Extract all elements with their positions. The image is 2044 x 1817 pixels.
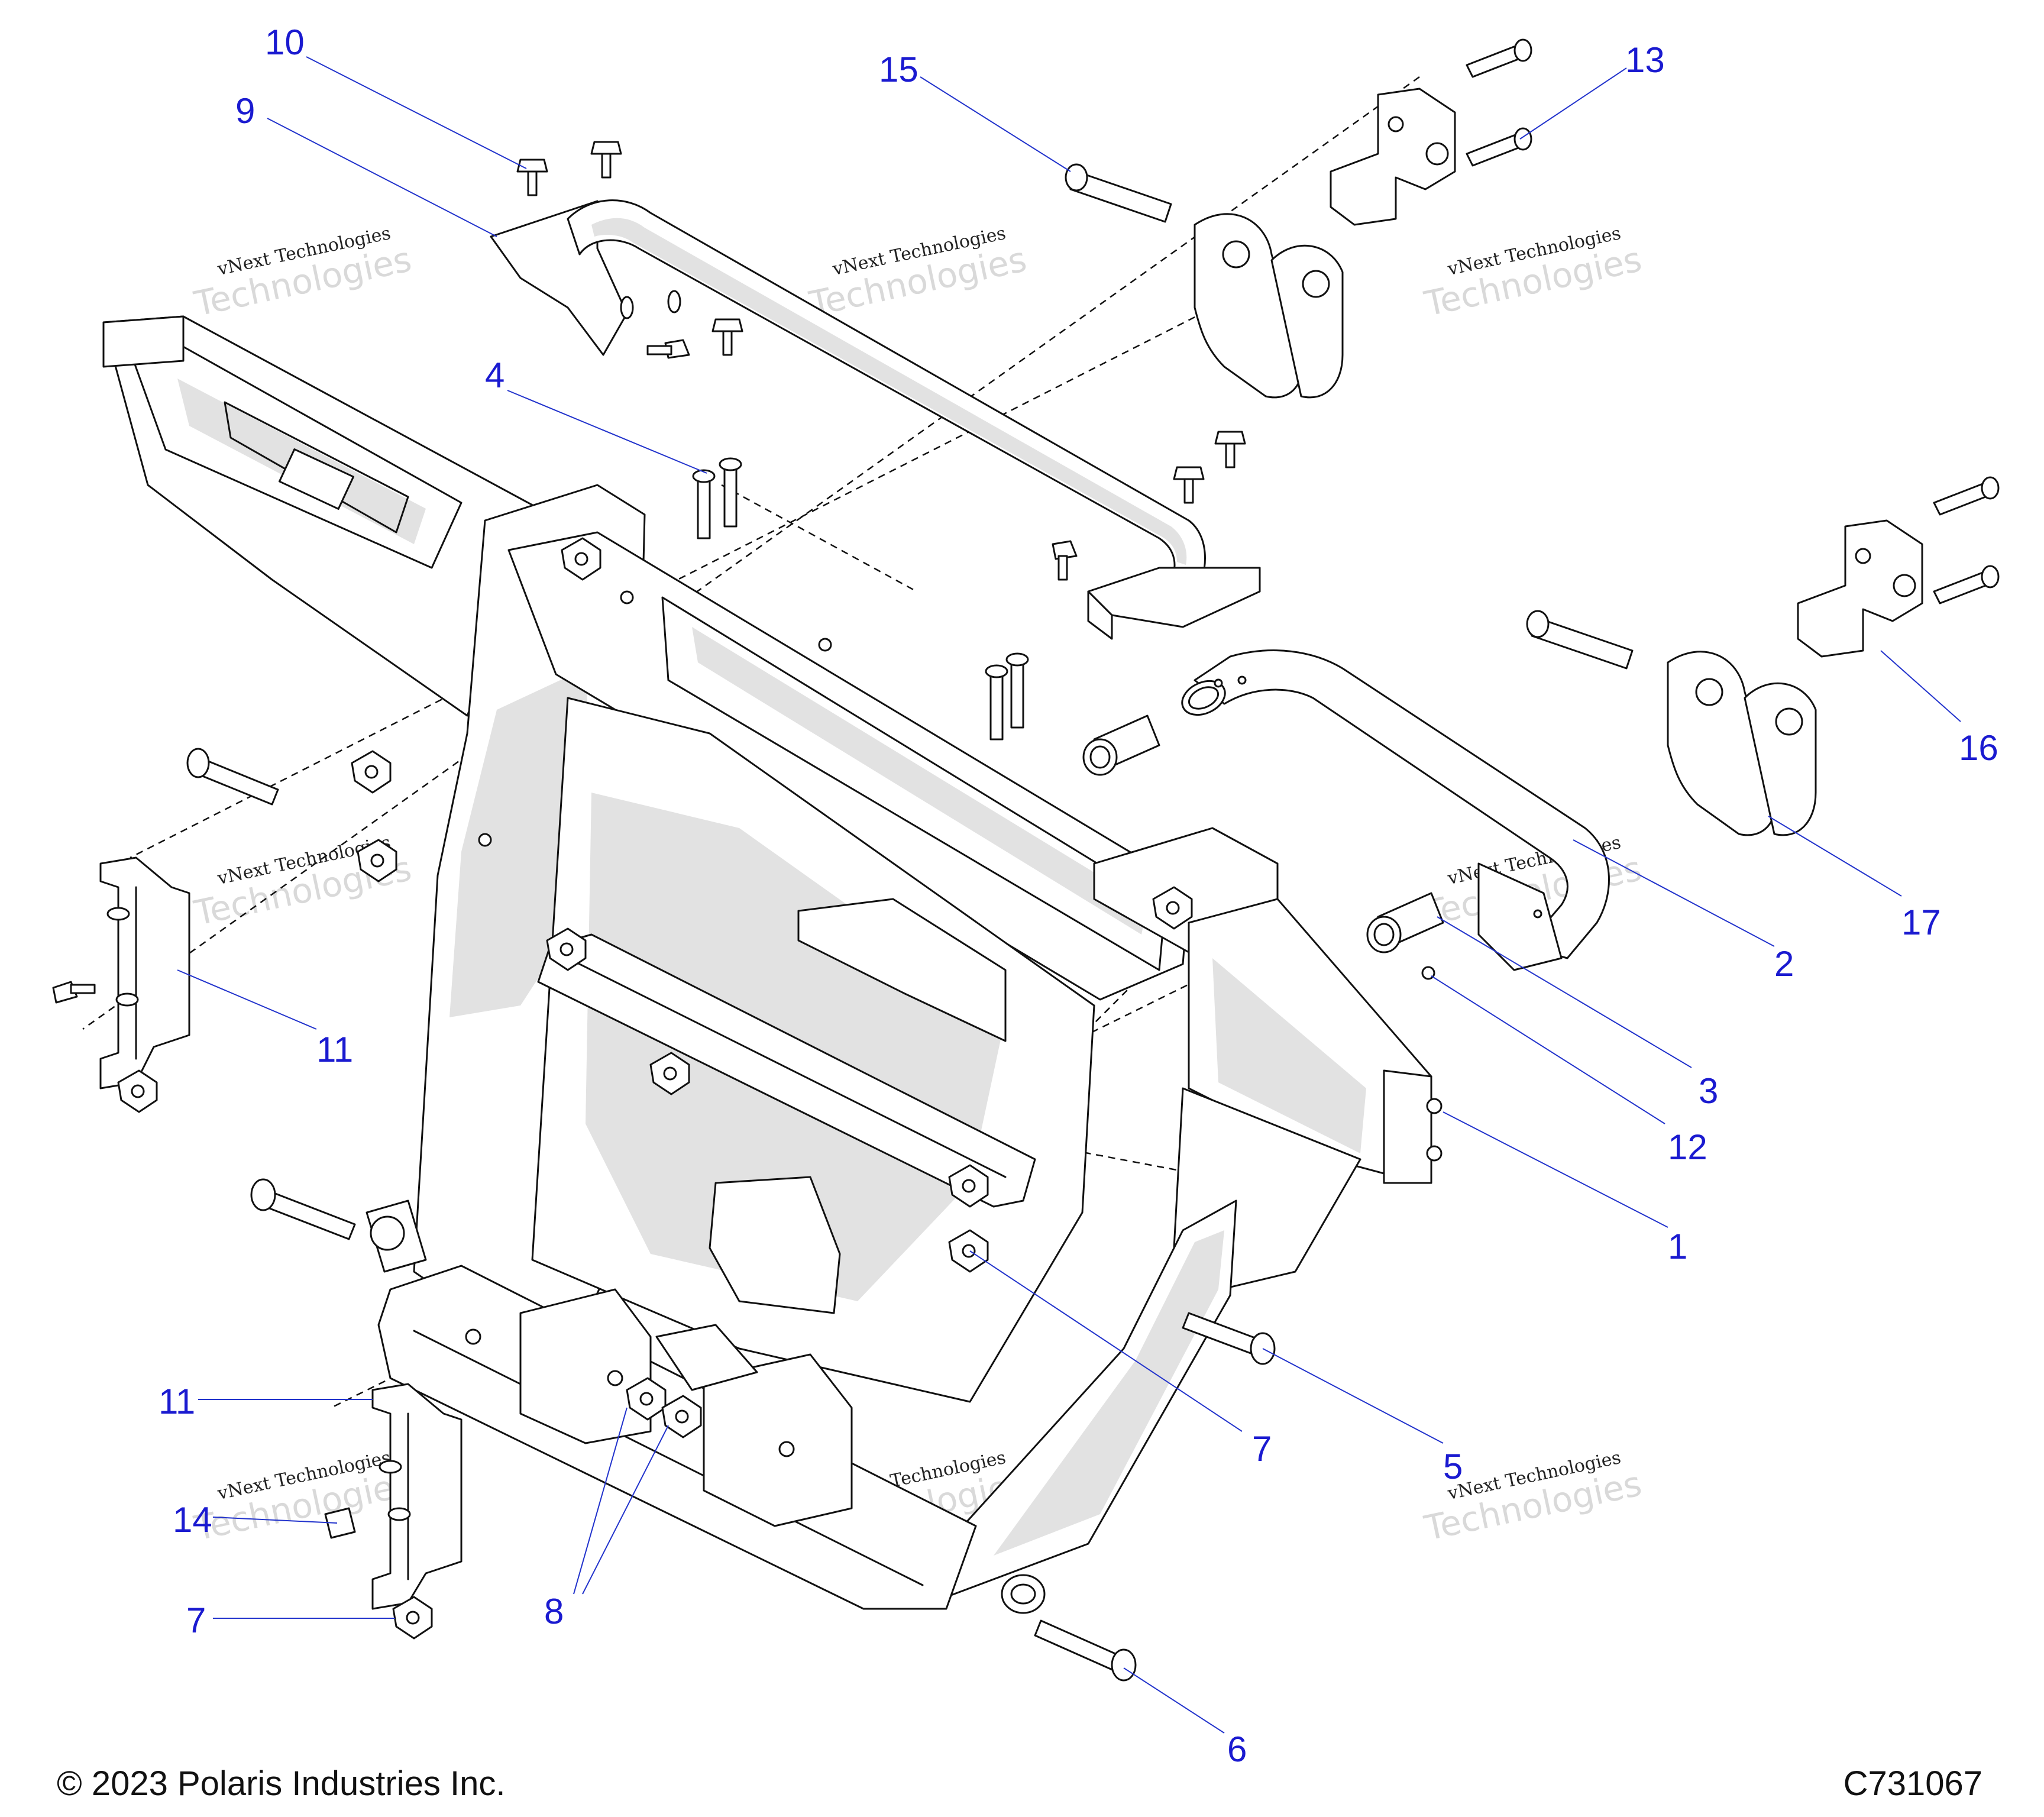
bolt	[1933, 565, 2000, 604]
bolt	[1466, 127, 1532, 167]
side-tube	[1181, 649, 1610, 971]
callout-11: 11	[316, 1030, 353, 1069]
callout-4: 4	[485, 355, 504, 395]
watermark: Technologies vNext Technologies	[806, 223, 1030, 324]
figure-id: C731067	[1843, 1764, 1982, 1803]
flange-bolt	[818, 638, 832, 652]
flange-nut	[561, 537, 601, 581]
callout-13: 13	[1625, 40, 1665, 80]
flange-nut	[948, 1229, 989, 1273]
bolt	[985, 664, 1008, 741]
bolt	[692, 469, 716, 539]
bolt	[1034, 1619, 1137, 1682]
flange-bolt	[1214, 431, 1246, 468]
callout-14: 14	[173, 1500, 212, 1540]
watermark: Technologies vNext Technologies	[190, 1447, 415, 1548]
callout-3: 3	[1699, 1071, 1718, 1111]
tow-shackle	[1667, 651, 1817, 836]
callout-1: 1	[1668, 1227, 1687, 1266]
tow-shackle	[1194, 213, 1344, 399]
callout-10: 10	[265, 22, 305, 62]
flange-nut	[357, 839, 397, 882]
flange-bolt	[590, 141, 622, 179]
bolt	[1065, 163, 1172, 223]
callout-labels: 10 9 15 13 4 16 17 2 11 3 12 1 7 5 11 14…	[159, 22, 1998, 1769]
flange-nut	[351, 750, 392, 794]
bolt	[1466, 38, 1532, 78]
flange-nut	[649, 1052, 690, 1095]
bolt	[250, 1178, 356, 1240]
bolt	[186, 748, 279, 806]
callout-11: 11	[159, 1382, 195, 1421]
flange-bolt	[646, 339, 690, 359]
bolt	[1933, 476, 2000, 516]
flange-nut	[1152, 886, 1193, 930]
upper-grab-bar	[490, 199, 1261, 640]
callout-6: 6	[1227, 1729, 1247, 1769]
callout-16: 16	[1959, 728, 1998, 768]
callout-8: 8	[544, 1592, 564, 1631]
leader-lines	[177, 56, 1961, 1734]
callout-15: 15	[879, 50, 918, 89]
flange-bolt	[1052, 540, 1078, 581]
flange-bolt	[711, 318, 743, 356]
copyright-notice: © 2023 Polaris Industries Inc.	[57, 1764, 506, 1803]
bolt	[1005, 652, 1029, 729]
callout-17: 17	[1901, 903, 1941, 942]
flange-nut	[661, 1395, 702, 1438]
flange-bolt	[1173, 466, 1205, 504]
flange-bolt	[516, 159, 548, 196]
callout-5: 5	[1443, 1447, 1463, 1486]
flange-nut	[392, 1596, 433, 1640]
callout-12: 12	[1668, 1127, 1707, 1167]
callout-7: 7	[1252, 1429, 1272, 1469]
bolt	[719, 457, 742, 528]
callout-2: 2	[1774, 944, 1794, 984]
flange-bolt	[52, 981, 96, 1004]
flange-nut	[948, 1164, 989, 1208]
watermark: Technologies vNext Technologies	[1421, 223, 1645, 324]
callout-7: 7	[186, 1601, 206, 1640]
bolt	[1526, 610, 1634, 670]
main-bumper-frame	[102, 315, 1443, 1614]
side-bracket	[99, 856, 190, 1089]
flange-nut	[546, 927, 587, 971]
flange-nut	[117, 1069, 158, 1113]
watermark: Technologies vNext Technologies	[190, 223, 415, 324]
tube-sleeve	[1082, 714, 1160, 776]
callout-9: 9	[235, 91, 255, 131]
clip	[324, 1507, 356, 1539]
shackle-mount	[1330, 88, 1456, 226]
shackle-mount	[1797, 519, 1923, 658]
tube-sleeve	[1366, 892, 1444, 953]
